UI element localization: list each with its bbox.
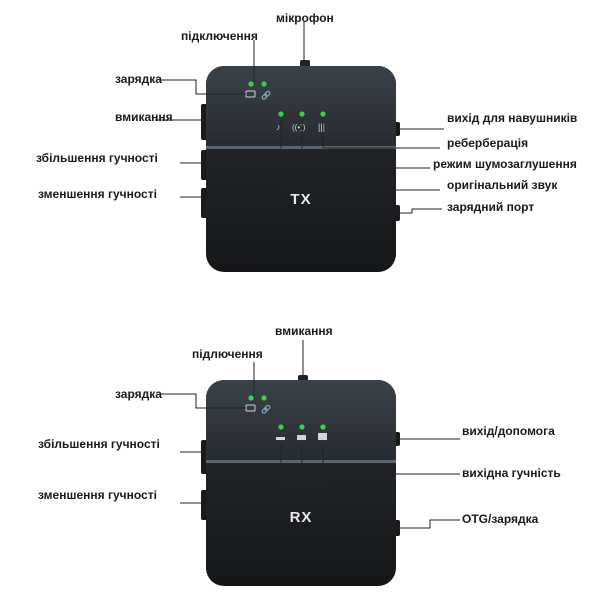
line-charge [160,79,246,95]
tx-label-noise-mode: режим шумозаглушення [433,157,577,171]
volume-level-1-icon [276,437,285,440]
tx-divider [206,146,396,149]
line-noise [301,120,430,169]
tx-led-connect [261,81,267,87]
volume-level-3-icon [318,433,327,440]
tx-led-reverb [320,111,326,117]
rx-divider [206,460,396,463]
tx-device: 🔗 ♪ ((•)) ||| TX [201,60,400,272]
waveform-icon: ||| [318,122,325,132]
tx-label-headphone-out: вихід для навушників [447,111,578,125]
tx-label-volume-up: збільшення гучності [36,151,158,165]
rx-label-output-volume: вихідна гучність [462,466,561,480]
rx-led-vol2 [299,424,305,430]
rx-label-charging: зарядка [115,387,162,401]
rx-label-volume-up: збільшення гучності [38,437,160,451]
rx-led-charge [248,395,254,401]
rx-device-label: RX [290,509,313,526]
broadcast-icon: ((•)) [292,123,306,132]
line-reverb [322,120,440,149]
rx-top-panel [206,380,396,462]
line-charge-port [398,208,442,214]
line-original [280,120,440,191]
volume-level-2-icon [297,435,306,440]
rx-led-vol1 [278,424,284,430]
tx-label-charge-port: зарядний порт [447,200,535,214]
rx-device: 🔗 RX [201,375,400,586]
rx-led-connect [261,395,267,401]
line-rx-otg [398,519,460,529]
tx-label-original-sound: оригінальний звук [447,178,558,192]
link-icon: 🔗 [261,90,271,100]
tx-callouts [155,22,444,214]
line-rx-charge [160,393,246,409]
link-icon: 🔗 [261,404,271,414]
rx-led-vol3 [320,424,326,430]
tx-top-panel [206,66,396,148]
rx-label-aux-out: вихід/допомога [462,424,555,438]
tx-label-microphone: мікрофон [276,11,334,25]
tx-led-original [278,111,284,117]
tx-led-noise [299,111,305,117]
rx-label-volume-down: зменшення гучності [38,488,157,502]
tx-label-power: вмикання [115,110,173,124]
mic-icon: ♪ [276,122,281,132]
tx-label-connection: підключення [181,29,258,43]
tx-led-charge [248,81,254,87]
tx-device-label: TX [290,191,311,208]
rx-label-power: вмикання [275,324,333,338]
tx-label-charging: зарядка [115,72,162,86]
rx-label-connection: підлючення [192,347,263,361]
rx-callouts [160,340,460,529]
tx-label-volume-down: зменшення гучності [38,187,157,201]
tx-label-reverb: реберберація [447,136,529,150]
rx-label-otg-charge: OTG/зарядка [462,512,539,526]
